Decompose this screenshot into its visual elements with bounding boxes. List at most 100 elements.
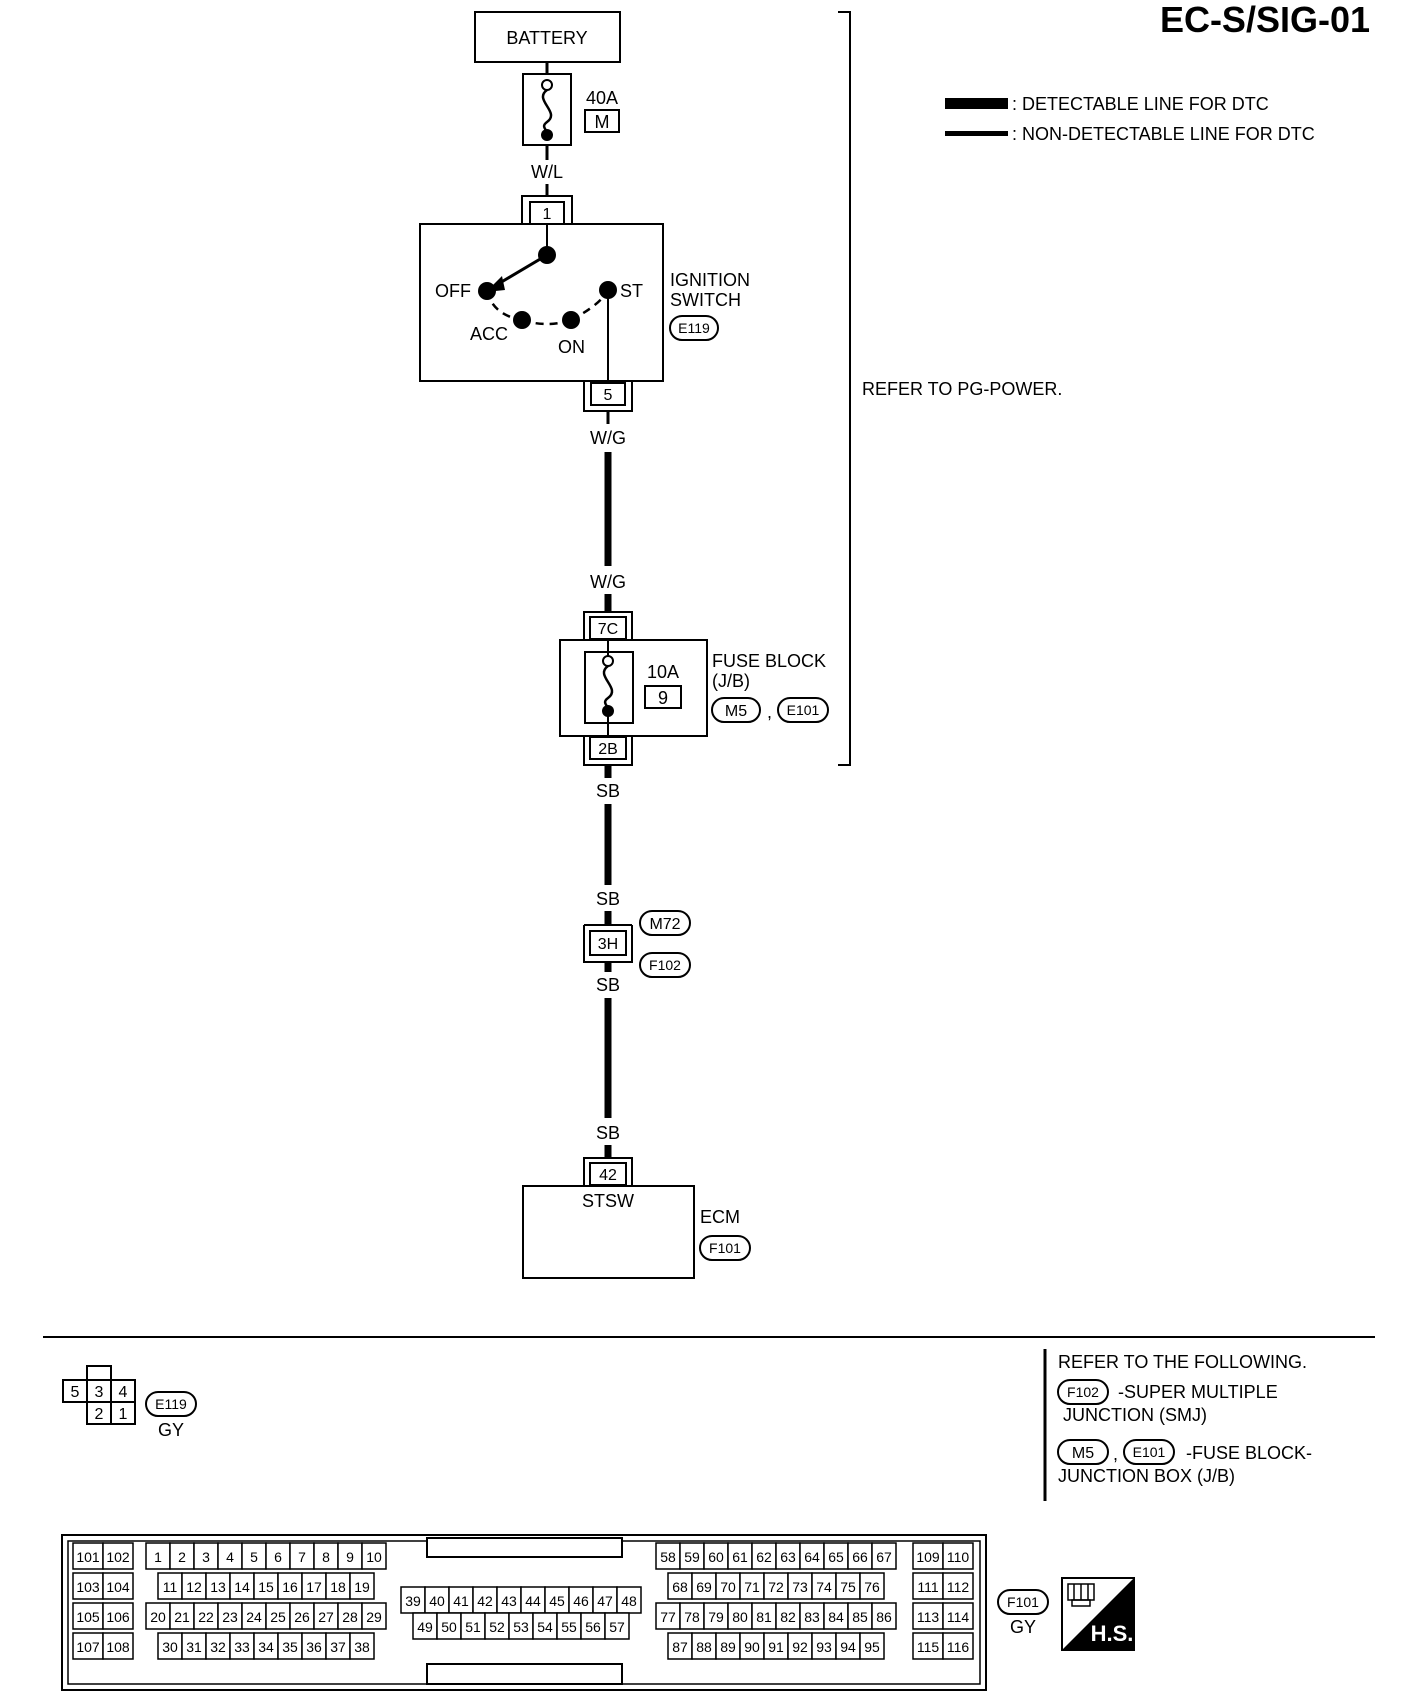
ignition-switch: 1 OFF ACC ON ST IGNITION SWITCH E119 5: [419, 195, 750, 412]
f101-pin-cell: [277, 1632, 303, 1660]
f101-pin-label: 114: [947, 1609, 970, 1625]
refer-following-box: REFER TO THE FOLLOWING. F102 -SUPER MULT…: [1043, 1349, 1312, 1501]
f101-pin-label: 27: [318, 1609, 334, 1625]
f101-pin-label: 93: [816, 1639, 832, 1655]
pin-ignition-out: [590, 382, 626, 406]
fuse-block-label-line1: FUSE BLOCK: [712, 651, 826, 671]
smj-junction: 3H M72 F102: [583, 910, 691, 978]
f101-pin-label: 69: [696, 1579, 712, 1595]
f101-pin-cell: [715, 1572, 741, 1600]
f101-pin-label: 13: [210, 1579, 226, 1595]
f101-pin-cell: [460, 1612, 486, 1640]
f101-pin-label: 20: [150, 1609, 166, 1625]
fuse-40a-rating: 40A: [586, 88, 618, 108]
f101-pin-label: 79: [708, 1609, 724, 1625]
ignition-label-line1: IGNITION: [670, 270, 750, 290]
refer-item2-connector1: M5: [1072, 1445, 1094, 1462]
f101-pin-cell: [313, 1602, 339, 1630]
refer-item1-line2: JUNCTION (SMJ): [1063, 1405, 1207, 1425]
f101-pin-label: 113: [917, 1609, 940, 1625]
f101-pin-cell: [703, 1542, 729, 1570]
f101-pin-label: 26: [294, 1609, 310, 1625]
f101-pin-cell: [739, 1572, 765, 1600]
f101-pin-label: 2: [178, 1549, 186, 1565]
f101-pin-cell: [847, 1542, 873, 1570]
pin-ignition-in-label: 1: [543, 206, 552, 223]
f101-pin-label: 32: [210, 1639, 226, 1655]
f101-pin-label: 14: [234, 1579, 250, 1595]
ecm-label: ECM: [700, 1207, 740, 1227]
e119-pin: 3: [95, 1384, 104, 1401]
battery: BATTERY: [474, 11, 621, 63]
f101-pin-label: 62: [756, 1549, 772, 1565]
f101-pin-label: 49: [417, 1619, 433, 1635]
f101-pin-label: 4: [226, 1549, 234, 1565]
f101-pin-cell: [102, 1572, 134, 1600]
f101-pin-label: 64: [804, 1549, 820, 1565]
f101-pin-label: 50: [441, 1619, 457, 1635]
fuse-block: 7C 10A 9 FUSE BLOCK (J/B) M5 , E101 2B: [559, 611, 829, 766]
f101-pin-label: 44: [525, 1593, 541, 1609]
f101-pin-label: 66: [852, 1549, 868, 1565]
f101-pin-label: 68: [672, 1579, 688, 1595]
f101-pin-label: 76: [864, 1579, 880, 1595]
f101-pin-cell: [871, 1602, 897, 1630]
f101-pin-label: 107: [76, 1639, 100, 1655]
f101-pin-cell: [871, 1542, 897, 1570]
page-title: EC-S/SIG-01: [1160, 0, 1370, 40]
f101-pin-label: 23: [222, 1609, 238, 1625]
battery-label: BATTERY: [506, 28, 587, 48]
f101-pin-cell: [942, 1602, 974, 1630]
f101-pin-cell: [361, 1602, 387, 1630]
f101-pin-label: 48: [621, 1593, 637, 1609]
f101-pin-label: 30: [162, 1639, 178, 1655]
f101-pin-label: 38: [354, 1639, 370, 1655]
f101-pin-cell: [942, 1542, 974, 1570]
f101-pin-cell: [361, 1542, 387, 1570]
f101-pin-label: 81: [756, 1609, 772, 1625]
f101-pin-cell: [775, 1602, 801, 1630]
legend-non-detectable-text: : NON-DETECTABLE LINE FOR DTC: [1012, 124, 1315, 144]
wire-color-sb-3: SB: [596, 975, 620, 995]
pin-fuse-out: [589, 736, 627, 760]
f101-pin-label: 111: [917, 1579, 938, 1595]
non-detectable-line-swatch: [945, 131, 1008, 136]
f101-pin-cell: [604, 1612, 630, 1640]
f101-pin-label: 54: [537, 1619, 553, 1635]
wire-color-sb-2: SB: [596, 889, 620, 909]
f101-pin-cell: [265, 1602, 291, 1630]
f101-pin-label: 65: [828, 1549, 844, 1565]
f101-pin-cell: [751, 1542, 777, 1570]
f101-pin-label: 91: [768, 1639, 784, 1655]
hs-label: H.S.: [1091, 1621, 1134, 1646]
f101-pin-label: 61: [732, 1549, 748, 1565]
wire-color-wl: W/L: [531, 162, 563, 182]
f101-pin-cell: [72, 1632, 104, 1660]
f101-pin-label: 101: [76, 1549, 100, 1565]
fuse-block-connector-sep: ,: [767, 702, 772, 722]
f101-pin-cell: [102, 1632, 134, 1660]
f101-pin-label: 21: [174, 1609, 190, 1625]
f101-pin-label: 46: [573, 1593, 589, 1609]
f101-pin-cell: [337, 1602, 363, 1630]
f101-pin-label: 6: [274, 1549, 282, 1565]
f101-pin-cell: [679, 1542, 705, 1570]
f101-pin-label: 18: [330, 1579, 346, 1595]
ecm: 42 STSW ECM F101: [522, 1157, 751, 1279]
pg-power-bracket: [838, 11, 851, 766]
f101-pin-label: 35: [282, 1639, 298, 1655]
f101-pin-label: 55: [561, 1619, 577, 1635]
f101-pin-label: 75: [840, 1579, 856, 1595]
f101-pin-label: 58: [660, 1549, 676, 1565]
f101-pin-cell: [337, 1542, 363, 1570]
fuse-number: 9: [658, 688, 668, 708]
ign-pos-st: ST: [620, 281, 643, 301]
f101-pin-cell: [102, 1602, 134, 1630]
f101-pin-cell: [412, 1612, 438, 1640]
e119-pin: 1: [119, 1406, 128, 1423]
f101-pin-cell: [763, 1632, 789, 1660]
f101-connector-id: F101: [1007, 1594, 1039, 1610]
f101-pin-cell: [859, 1572, 885, 1600]
f101-pin-label: 51: [465, 1619, 481, 1635]
e119-color: GY: [158, 1420, 184, 1440]
